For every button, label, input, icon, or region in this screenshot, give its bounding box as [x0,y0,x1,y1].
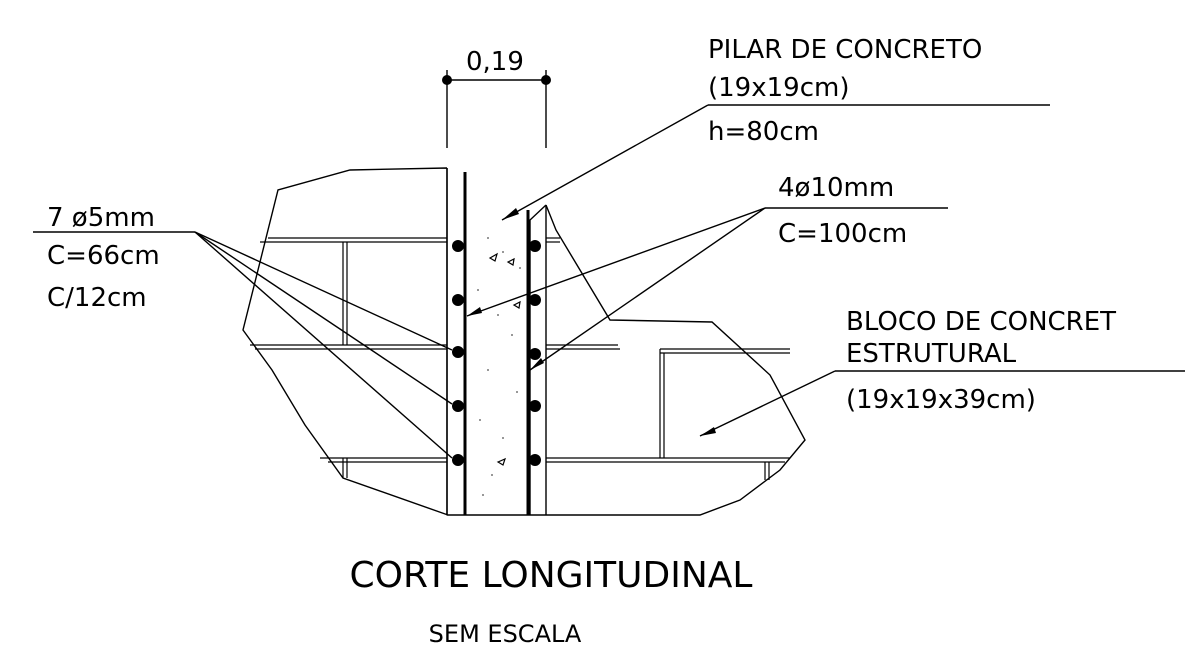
stirrup-label-2: C=66cm [47,241,160,271]
stirrup-label-1: 7 ø5mm [47,203,155,233]
dimension-line [442,70,551,148]
stirrup-leader-1 [194,231,453,351]
vbar-label-2: C=100cm [778,219,907,249]
stirrup-leader-2 [194,231,453,405]
rebar-dots [452,240,541,466]
stirrup-leader-3 [194,231,453,459]
wall-break-outline [242,167,806,516]
drawing-title: CORTE LONGITUDINAL [350,555,753,596]
block-leader [699,370,836,437]
drawing-scale: SEM ESCALA [429,620,582,648]
block-label-1: BLOCO DE CONCRET [846,307,1116,337]
vbar-label-1: 4ø10mm [778,173,894,203]
concrete-hatch [477,237,521,496]
dimension-label: 0,19 [466,47,524,77]
vbar-leader-1 [466,207,766,317]
block-label-2: ESTRUTURAL [846,339,1017,369]
pillar-height-label: h=80cm [708,117,819,147]
pillar-label-2: (19x19cm) [708,73,849,103]
block-label-3: (19x19x39cm) [846,385,1036,415]
right-blocks [546,237,790,480]
pillar-leader [501,104,709,221]
vbar-leader-2 [529,207,766,371]
stirrup-label-3: C/12cm [47,283,147,313]
pillar-label-1: PILAR DE CONCRETO [708,35,982,65]
left-blocks [250,237,447,478]
